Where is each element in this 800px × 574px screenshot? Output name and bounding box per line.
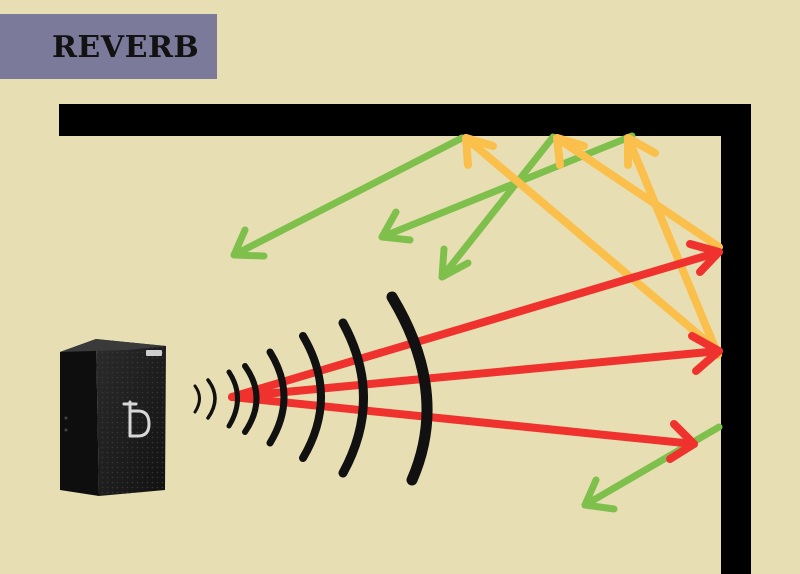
- orange-arrow-1: [462, 134, 722, 355]
- side-wall: [721, 104, 751, 574]
- green-arrow-3: [438, 133, 557, 281]
- wave-arc-4: [242, 363, 260, 435]
- wave-arc-3: [226, 369, 240, 429]
- wave-arc-2: [206, 378, 217, 420]
- first-reflection-arrows: [462, 134, 723, 359]
- diagram-title: REVERB: [52, 30, 200, 65]
- green-arrow-1: [230, 134, 466, 260]
- wave-arc-8: [386, 291, 433, 486]
- loudspeaker-icon: [60, 339, 166, 496]
- orange-arrow-2: [553, 134, 723, 251]
- wave-arc-1: [193, 384, 201, 414]
- wave-arc-7: [338, 318, 368, 478]
- ceiling-wall: [59, 104, 751, 136]
- green-arrow-2: [378, 132, 636, 244]
- room-wall: [59, 104, 751, 574]
- sound-wave-arcs: [193, 291, 433, 486]
- d-logo-icon: [122, 400, 151, 438]
- green-arrow-4: [581, 423, 723, 513]
- wave-arc-5: [266, 348, 288, 447]
- red-arrow-lower: [228, 393, 698, 463]
- red-arrow-upper: [228, 240, 723, 401]
- direct-sound-arrows: [228, 240, 723, 463]
- red-arrow-middle: [228, 332, 723, 401]
- second-reflection-arrows: [230, 132, 723, 513]
- title-banner: REVERB: [0, 14, 217, 79]
- wave-arc-6: [299, 332, 325, 462]
- orange-arrow-3: [624, 134, 722, 359]
